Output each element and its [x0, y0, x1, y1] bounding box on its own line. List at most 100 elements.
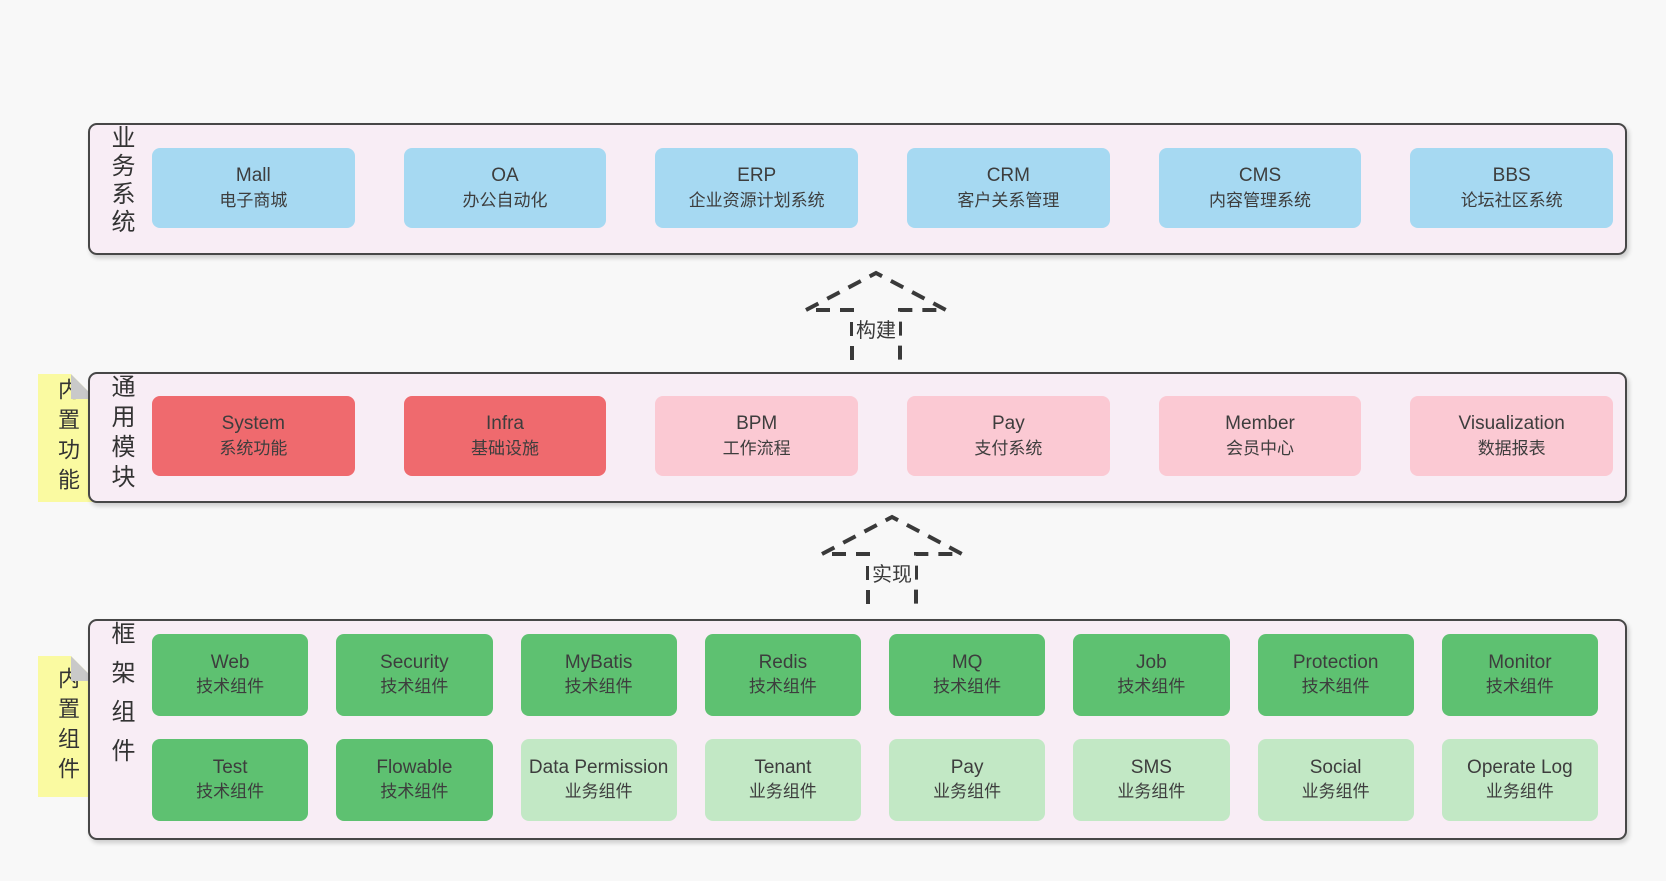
- box-name: Operate Log: [1467, 757, 1573, 778]
- box-name: Pay: [991, 413, 1025, 434]
- box-name: Data Permission: [528, 757, 669, 778]
- box-oa: OA 办公自动化: [403, 148, 607, 228]
- band-label-common-modules: 通用模块: [107, 374, 134, 494]
- box-name: Infra: [485, 413, 525, 434]
- box-job: Job 技术组件: [1073, 634, 1230, 716]
- arrow-up-icon: [821, 514, 963, 604]
- box-name: Pay: [950, 757, 984, 778]
- arrow-label-build: 构建: [853, 314, 899, 343]
- box-monitor: Monitor 技术组件: [1441, 634, 1598, 716]
- box-subtitle: 技术组件: [748, 677, 817, 696]
- box-sms: SMS 业务组件: [1073, 739, 1230, 821]
- band-rows: Mall 电子商城 OA 办公自动化 ERP 企业资源计划系统 CRM 客户关系管理 CMS 内容…: [152, 148, 1614, 228]
- box-subtitle: 业务组件: [748, 782, 817, 801]
- box-tenant: Tenant 业务组件: [704, 739, 861, 821]
- box-subtitle: 业务组件: [1117, 782, 1186, 801]
- box-crm: CRM 客户关系管理: [907, 148, 1110, 228]
- box-subtitle: 技术组件: [1485, 677, 1554, 696]
- box-name: Monitor: [1488, 652, 1552, 673]
- arrow-up-build: 构建: [801, 270, 951, 362]
- box-row: Mall 电子商城 OA 办公自动化 ERP 企业资源计划系统 CRM 客户关系管理 CMS 内容…: [152, 148, 1614, 228]
- box-operate-log: Operate Log 业务组件: [1441, 739, 1598, 821]
- box-name: SMS: [1130, 757, 1172, 778]
- box-name: BBS: [1492, 165, 1531, 186]
- box-name: Mall: [235, 165, 271, 186]
- band-business-systems: 业务系统 Mall 电子商城 OA 办公自动化 ERP 企业资源计划系统 CRM 客户关系管理…: [88, 123, 1627, 255]
- box-subtitle: 业务组件: [1485, 782, 1554, 801]
- box-subtitle: 技术组件: [380, 677, 449, 696]
- box-mq: MQ 技术组件: [889, 634, 1046, 716]
- box-name: CRM: [986, 165, 1030, 186]
- box-infra: Infra 基础设施: [403, 396, 607, 476]
- box-data-permission: Data Permission 业务组件: [520, 739, 677, 821]
- box-name: Flowable: [376, 757, 453, 778]
- box-subtitle: 企业资源计划系统: [688, 191, 825, 210]
- box-test: Test 技术组件: [152, 739, 309, 821]
- box-subtitle: 技术组件: [196, 677, 265, 696]
- box-name: MyBatis: [564, 652, 633, 673]
- arrow-label-implement: 实现: [869, 558, 915, 587]
- box-name: CMS: [1238, 165, 1282, 186]
- box-subtitle: 业务组件: [564, 782, 633, 801]
- box-pay: Pay 支付系统: [907, 396, 1110, 476]
- box-name: Test: [212, 757, 248, 778]
- box-subtitle: 会员中心: [1226, 439, 1295, 458]
- box-subtitle: 技术组件: [196, 782, 265, 801]
- band-label-framework-components: 框架组件: [107, 621, 134, 777]
- box-name: System: [221, 413, 286, 434]
- box-subtitle: 基础设施: [471, 439, 539, 458]
- box-name: Redis: [758, 652, 808, 673]
- box-system: System 系统功能: [152, 396, 355, 476]
- band-rows: System 系统功能 Infra 基础设施 BPM 工作流程 Pay 支付系统 Member 会…: [152, 396, 1614, 476]
- sticky-tab-built-in-features: 内置功能: [38, 374, 96, 502]
- box-member: Member 会员中心: [1158, 396, 1362, 476]
- box-subtitle: 业务组件: [1301, 782, 1370, 801]
- box-subtitle: 技术组件: [380, 782, 449, 801]
- box-subtitle: 技术组件: [1301, 677, 1370, 696]
- box-subtitle: 内容管理系统: [1209, 191, 1312, 210]
- box-subtitle: 业务组件: [933, 782, 1002, 801]
- box-name: Web: [210, 652, 250, 673]
- box-security: Security 技术组件: [336, 634, 493, 716]
- box-subtitle: 论坛社区系统: [1460, 191, 1563, 210]
- arrow-up-implement: 实现: [817, 514, 967, 606]
- arrow-up-icon: [805, 270, 947, 360]
- box-bbs: BBS 论坛社区系统: [1410, 148, 1614, 228]
- box-subtitle: 工作流程: [722, 439, 791, 458]
- box-name: MQ: [951, 652, 983, 673]
- box-name: ERP: [737, 165, 777, 186]
- box-name: Social: [1309, 757, 1362, 778]
- box-subtitle: 支付系统: [974, 439, 1043, 458]
- box-subtitle: 系统功能: [219, 439, 288, 458]
- box-name: Member: [1225, 413, 1295, 434]
- box-subtitle: 技术组件: [933, 677, 1002, 696]
- box-subtitle: 客户关系管理: [957, 191, 1060, 210]
- box-subtitle: 办公自动化: [462, 191, 548, 210]
- box-name: Tenant: [754, 757, 812, 778]
- box-name: Job: [1136, 652, 1167, 673]
- box-name: BPM: [736, 413, 778, 434]
- box-pay: Pay 业务组件: [889, 739, 1046, 821]
- box-subtitle: 电子商城: [219, 191, 288, 210]
- box-name: Protection: [1292, 652, 1379, 673]
- box-redis: Redis 技术组件: [704, 634, 861, 716]
- box-subtitle: 技术组件: [1117, 677, 1186, 696]
- box-flowable: Flowable 技术组件: [336, 739, 493, 821]
- box-subtitle: 数据报表: [1477, 439, 1546, 458]
- box-protection: Protection 技术组件: [1257, 634, 1414, 716]
- band-label-business-systems: 业务系统: [107, 125, 134, 237]
- box-erp: ERP 企业资源计划系统: [655, 148, 859, 228]
- box-cms: CMS 内容管理系统: [1158, 148, 1362, 228]
- box-name: Visualization: [1458, 413, 1565, 434]
- sticky-tab-built-in-components: 内置组件: [38, 656, 96, 797]
- box-name: Security: [380, 652, 449, 673]
- box-name: OA: [491, 165, 519, 186]
- box-visualization: Visualization 数据报表: [1410, 396, 1614, 476]
- box-row: System 系统功能 Infra 基础设施 BPM 工作流程 Pay 支付系统 Member 会…: [152, 396, 1614, 476]
- box-social: Social 业务组件: [1257, 739, 1414, 821]
